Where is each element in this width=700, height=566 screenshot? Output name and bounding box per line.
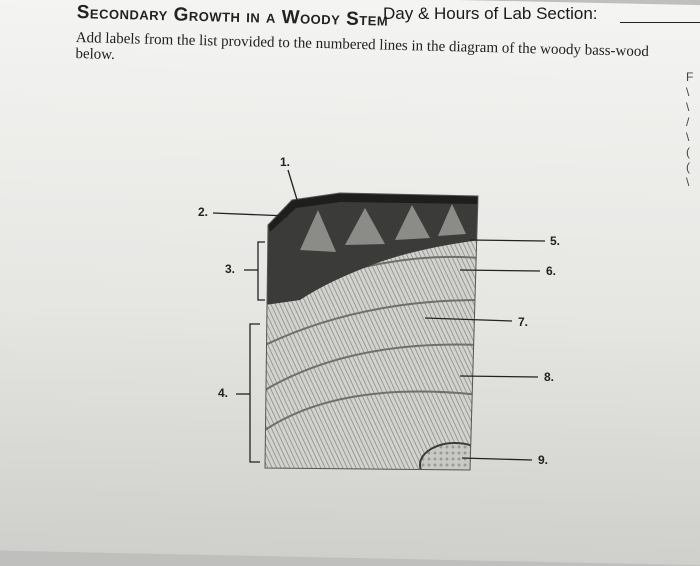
label-7: 7.	[518, 315, 529, 329]
stem-cross-section	[265, 193, 478, 470]
edge-char: (	[686, 160, 690, 174]
label-9: 9.	[538, 453, 549, 467]
label-6: 6.	[546, 264, 557, 278]
lab-section-blank-line	[620, 22, 700, 23]
edge-char: \	[686, 85, 690, 99]
label-3: 3.	[225, 262, 236, 276]
label-4: 4.	[218, 386, 229, 400]
edge-char: \	[686, 175, 690, 189]
label-1: 1.	[280, 155, 291, 169]
lab-section-label: Day & Hours of Lab Section:	[383, 4, 598, 23]
edge-char: \	[686, 100, 690, 114]
label-2: 2.	[198, 205, 209, 219]
edge-char: \	[686, 130, 690, 144]
cut-off-edge-text: F \ \ / \ ( ( \	[686, 70, 700, 190]
label-5: 5.	[550, 234, 561, 248]
edge-char: F	[686, 70, 694, 84]
woody-stem-diagram	[212, 169, 546, 471]
edge-char: /	[686, 115, 690, 129]
edge-char: (	[686, 145, 690, 159]
label-8: 8.	[544, 370, 555, 384]
